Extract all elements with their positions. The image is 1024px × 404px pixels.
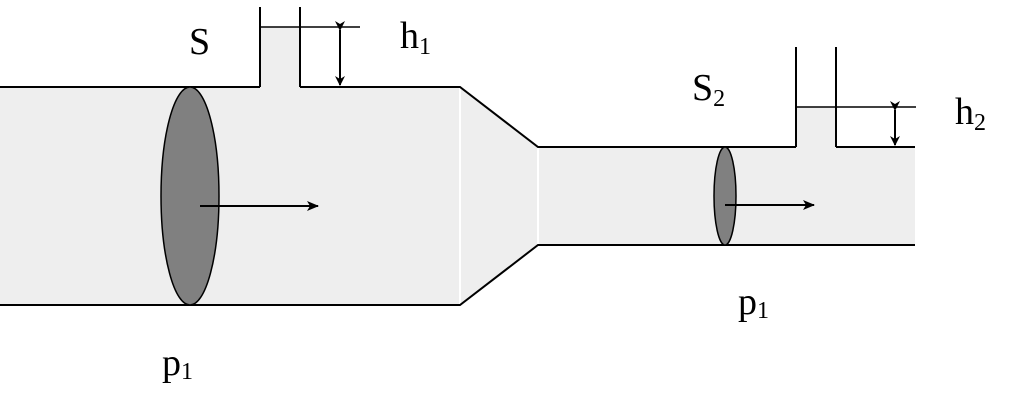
cross-section-s2 — [713, 146, 737, 246]
label-p-left: p1 — [162, 342, 193, 385]
label-h1: h1 — [400, 15, 431, 60]
label-s: S — [189, 21, 210, 63]
tube-1-fluid — [260, 27, 300, 88]
label-h2: h2 — [955, 91, 986, 136]
cross-section-s — [160, 86, 220, 306]
pipe-top-wall — [0, 86, 915, 148]
tube-2-fluid — [796, 107, 836, 148]
pipe-body — [0, 87, 915, 305]
label-p-right: p1 — [738, 281, 769, 324]
label-s2: S2 — [692, 67, 725, 112]
